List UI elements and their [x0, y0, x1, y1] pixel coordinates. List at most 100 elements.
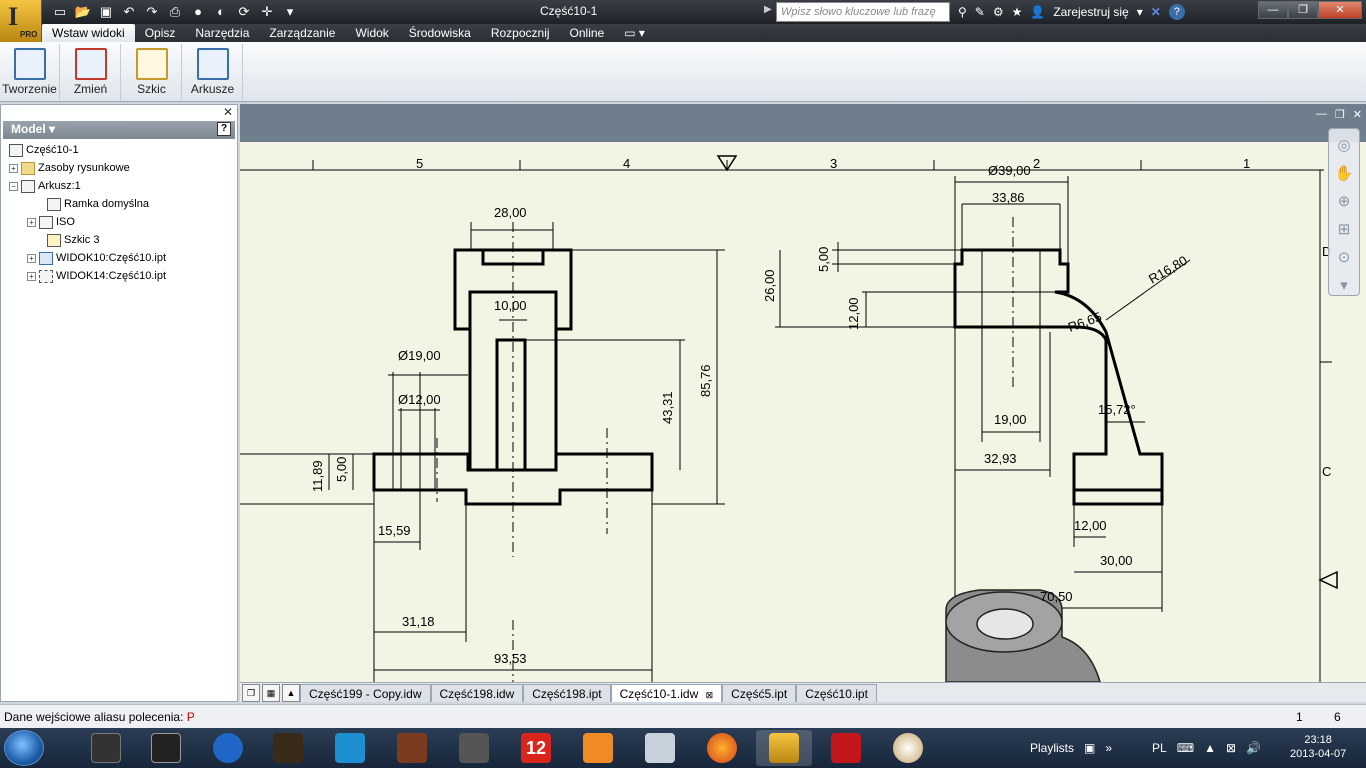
sheets-button[interactable]: Arkusze: [183, 44, 243, 100]
dimension-label[interactable]: 70,50: [1040, 589, 1073, 604]
search-input[interactable]: Wpisz słowo kluczowe lub frazę: [776, 2, 950, 22]
dimension-label[interactable]: 26,00: [762, 269, 777, 302]
nav-options-icon[interactable]: ▾: [1340, 277, 1348, 294]
close-icon[interactable]: ✕: [222, 105, 233, 119]
taskbar-app-nfs[interactable]: [138, 730, 194, 766]
doc-tab[interactable]: Część198.ipt: [523, 684, 611, 702]
app-menu-button[interactable]: I PRO: [0, 0, 42, 42]
taskbar-app-paint[interactable]: [880, 730, 936, 766]
tab-rozpocznij[interactable]: Rozpocznij: [490, 26, 550, 40]
taskbar-app-inventor[interactable]: [756, 730, 812, 766]
taskbar-app-farming[interactable]: [384, 730, 440, 766]
tree-node-view14[interactable]: + WIDOK14:Część10.ipt: [27, 268, 166, 284]
drawing-sheet[interactable]: 5 4 3 2 1 D C: [240, 142, 1366, 682]
dimension-label[interactable]: 15,59: [378, 523, 411, 538]
restore-icon[interactable]: ❐: [1334, 109, 1345, 121]
tab-zarzadzanie[interactable]: Zarządzanie: [269, 26, 336, 40]
dimension-label[interactable]: 93,53: [494, 651, 527, 666]
taskbar-app-g[interactable]: [78, 730, 134, 766]
doc-tab-active[interactable]: Część10-1.idw ⊠: [610, 684, 723, 702]
doc-tab[interactable]: Część198.idw: [430, 684, 524, 702]
taskbar-app-player[interactable]: [570, 730, 626, 766]
binoculars-icon[interactable]: ⚲: [958, 5, 967, 19]
close-button[interactable]: ✕: [1318, 1, 1362, 19]
start-button[interactable]: [4, 730, 44, 766]
search-expand-icon[interactable]: ▶: [764, 4, 772, 15]
open-documents-icon[interactable]: ▲: [282, 684, 300, 702]
qat-dropdown-icon[interactable]: ▾: [286, 4, 294, 19]
expand-icon[interactable]: +: [27, 253, 36, 263]
tree-node-border[interactable]: Ramka domyślna: [47, 196, 149, 212]
dimension-label[interactable]: R16,80: [1146, 253, 1190, 287]
dimension-label[interactable]: Ø39,00: [988, 163, 1031, 178]
exchange-icon[interactable]: ✕: [1150, 5, 1161, 19]
star-icon[interactable]: ★: [1011, 5, 1023, 19]
tab-opisz[interactable]: Opisz: [144, 26, 176, 40]
modify-button[interactable]: Zmień: [61, 44, 121, 100]
front-view[interactable]: [240, 222, 725, 682]
dimension-label[interactable]: 19,00: [994, 412, 1027, 427]
dimension-label[interactable]: 11,89: [310, 460, 325, 492]
measure-icon[interactable]: ✛: [261, 4, 273, 19]
tile-icon[interactable]: ▦: [262, 684, 280, 702]
taskbar-app-lightning[interactable]: [200, 730, 256, 766]
tree-node-resources[interactable]: + Zasoby rysunkowe: [9, 160, 130, 176]
save-icon[interactable]: ▣: [99, 4, 113, 19]
wrench-icon[interactable]: ✎: [974, 5, 985, 19]
doc-tab[interactable]: Część5.ipt: [722, 684, 797, 702]
undo-icon[interactable]: ↶: [123, 4, 135, 19]
view-cube-icon[interactable]: ◎: [1337, 137, 1351, 154]
zoom-all-icon[interactable]: ⊙: [1337, 249, 1351, 266]
tab-wstaw-widoki[interactable]: Wstaw widoki: [42, 24, 135, 42]
collapse-icon[interactable]: −: [9, 181, 18, 191]
expand-icon[interactable]: +: [27, 217, 36, 227]
close-tab-icon[interactable]: ⊠: [705, 690, 714, 700]
dimension-label[interactable]: 5,00: [334, 457, 349, 482]
dimension-label[interactable]: 5,00: [816, 247, 831, 272]
ribbon-display-toggle[interactable]: ▭ ▾: [624, 26, 645, 40]
dimension-label[interactable]: 43,31: [660, 391, 675, 424]
taskbar-app-racing[interactable]: [446, 730, 502, 766]
side-view[interactable]: [775, 176, 1191, 682]
playlists-label[interactable]: Playlists: [1030, 741, 1075, 755]
cascade-icon[interactable]: ❐: [242, 684, 260, 702]
zoom-icon[interactable]: ⊕: [1337, 193, 1351, 210]
dimension-label[interactable]: 10,00: [494, 298, 527, 313]
browser-header[interactable]: Model ▾ ?: [3, 121, 235, 139]
tree-node-root[interactable]: Część10-1: [9, 142, 79, 158]
dimension-label[interactable]: 33,86: [992, 190, 1025, 205]
clock[interactable]: 23:18 2013-04-07: [1290, 734, 1347, 760]
tree-node-sheet[interactable]: − Arkusz:1: [9, 178, 81, 194]
drawing-canvas[interactable]: 5 4 3 2 1 D C: [240, 142, 1366, 682]
close-icon[interactable]: ✕: [1352, 109, 1362, 121]
update-icon[interactable]: ⟳: [238, 4, 250, 19]
print-icon[interactable]: ⎙: [169, 4, 181, 19]
help-icon[interactable]: ?: [217, 122, 231, 136]
expand-icon[interactable]: +: [27, 271, 36, 281]
material-icon[interactable]: ●: [194, 4, 202, 19]
dimension-label[interactable]: Ø19,00: [398, 348, 441, 363]
dimension-label[interactable]: Ø12,00: [398, 392, 441, 407]
iso-view[interactable]: [945, 589, 1101, 682]
taskbar-app-tsoft[interactable]: [322, 730, 378, 766]
doc-tab[interactable]: Część10.ipt: [796, 684, 877, 702]
dimension-label[interactable]: 30,00: [1100, 553, 1133, 568]
tab-srodowiska[interactable]: Środowiska: [408, 26, 471, 40]
tab-online[interactable]: Online: [569, 26, 605, 40]
dimension-label[interactable]: 12,00: [846, 297, 861, 330]
taskbar-app-12[interactable]: 12: [508, 730, 564, 766]
satellite-icon[interactable]: ⚙: [992, 5, 1004, 19]
help-icon[interactable]: ?: [1168, 4, 1185, 20]
appearance-icon[interactable]: ◐: [217, 4, 225, 19]
tree-node-view10[interactable]: + WIDOK10:Część10.ipt: [27, 250, 166, 266]
redo-icon[interactable]: ↷: [146, 4, 158, 19]
tray-expand-icon[interactable]: »: [1105, 741, 1113, 755]
tree-node-iso[interactable]: + ISO: [27, 214, 75, 230]
graphics-window[interactable]: — ❐ ✕ 5 4 3 2 1 D C: [240, 104, 1366, 682]
minimize-icon[interactable]: —: [1315, 108, 1327, 120]
minimize-button[interactable]: —: [1258, 1, 1288, 19]
dimension-label[interactable]: 32,93: [984, 451, 1017, 466]
tree-node-sketch[interactable]: Szkic 3: [47, 232, 99, 248]
expand-icon[interactable]: +: [9, 163, 18, 173]
dimension-label[interactable]: 28,00: [494, 205, 527, 220]
